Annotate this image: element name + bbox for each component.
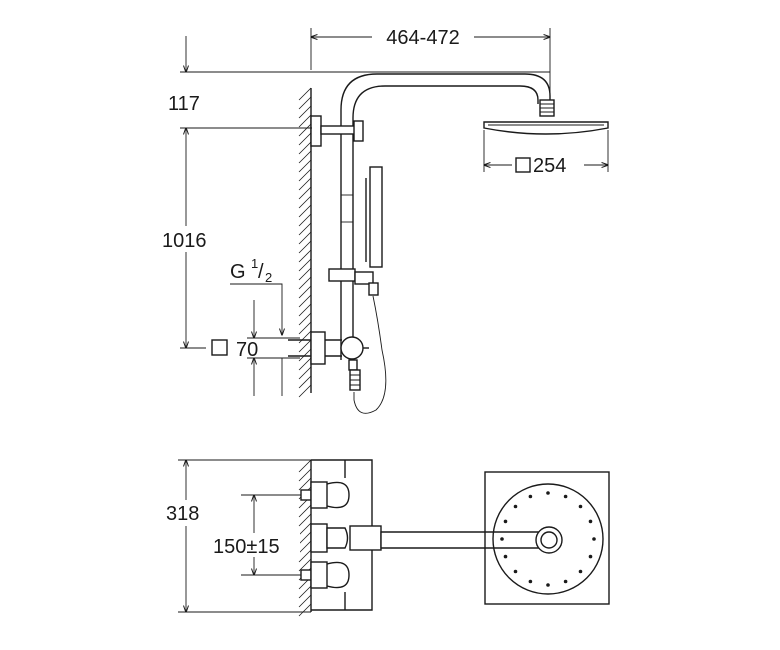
nozzle-dot [563,579,568,584]
shower-head-side [483,121,609,135]
nozzle-dot [578,504,583,509]
mixer-outlet-knob [340,336,364,360]
hatch-line [298,240,312,254]
outlet-spacing-label: 150±15 [213,536,280,558]
hatch-line [298,549,312,563]
hatch-line [298,339,312,353]
top-offset-label: 117 [168,93,200,115]
upper-wall-bracket [310,115,322,147]
nozzle-dot [588,554,593,559]
hatch-line [298,522,312,536]
nozzle-dot [563,494,568,499]
hatch-line [298,348,312,362]
nozzle-dot [513,504,518,509]
hatch-line [298,375,312,389]
hand-shower [369,166,383,268]
mixer-body-side [310,331,326,365]
hatch-line [298,231,312,245]
hatch-line [298,477,312,491]
hatch-line [298,384,312,398]
hatch-line [298,159,312,173]
hatch-line [298,285,312,299]
hatch-line [298,213,312,227]
hatch-line [298,195,312,209]
nozzle-dots [500,491,596,587]
shower-hose [353,295,387,414]
hatch-line [298,114,312,128]
hatch-line [298,513,312,527]
lower-valve [300,561,350,589]
hatch-line [298,585,312,599]
hatch-line [298,186,312,200]
square-symbol-icon [515,157,531,173]
hatch-line [298,222,312,236]
thread-denominator: 2 [265,270,272,285]
mount-size-label: 70 [236,339,258,361]
center-coupling [326,527,349,549]
nozzle-dot [592,537,596,541]
arm-reach-label: 464-472 [386,27,459,49]
hatch-line [298,366,312,380]
nozzle-dot [578,569,583,574]
hatch-line [298,150,312,164]
side-elevation-view [288,73,609,414]
hatch-line [298,321,312,335]
hatch-line [298,312,312,326]
hatch-line [298,96,312,110]
nozzle-dot [528,579,533,584]
front-dimensions: 318 150±15 [160,460,311,612]
thread-numerator: 1 [251,256,258,271]
nozzle-dot [588,519,593,524]
hatch-line [298,276,312,290]
shower-head-square [484,471,610,605]
nozzle-dot [546,583,550,587]
hatch-line [298,177,312,191]
head-size-label: 254 [533,155,566,177]
hatch-line [298,594,312,608]
hatch-line [298,303,312,317]
hatch-line [298,459,312,473]
nozzle-dot [528,494,533,499]
hatch-line [298,294,312,308]
hatch-line [298,123,312,137]
front-view [298,459,610,617]
hatch-line [298,168,312,182]
hatch-line [298,141,312,155]
hatch-line [298,267,312,281]
thread-prefix-label: G [230,261,246,283]
nozzle-dot [546,491,550,495]
mixer-height-label: 318 [166,503,199,525]
hatch-line [298,330,312,344]
nozzle-dot [503,554,508,559]
hatch-line [298,87,312,101]
hatch-line [298,558,312,572]
hatch-line [298,204,312,218]
shower-arm [340,73,551,360]
upper-valve [300,481,350,509]
hatch-line [298,531,312,545]
wall-hatching [298,87,312,398]
hatch-line [298,249,312,263]
outlet-height-label: 1016 [162,230,207,252]
overhead-arm-plan [380,531,553,549]
hatch-line [298,504,312,518]
hatch-line [298,603,312,617]
hatch-line [298,258,312,272]
nozzle-dot [513,569,518,574]
hatch-line [298,105,312,119]
elevation-dimensions: 464-472 254 117 1016 G 1 / 2 70 [160,26,608,396]
square-symbol-icon-2 [211,339,228,356]
svg-text:/: / [258,261,264,283]
hatch-line [298,540,312,554]
shower-head-disc [492,483,604,595]
nozzle-dot [500,537,504,541]
hatch-line [298,468,312,482]
hand-shower-slider [328,268,356,282]
nozzle-dot [503,519,508,524]
hatch-line [298,357,312,371]
hatch-line [298,132,312,146]
